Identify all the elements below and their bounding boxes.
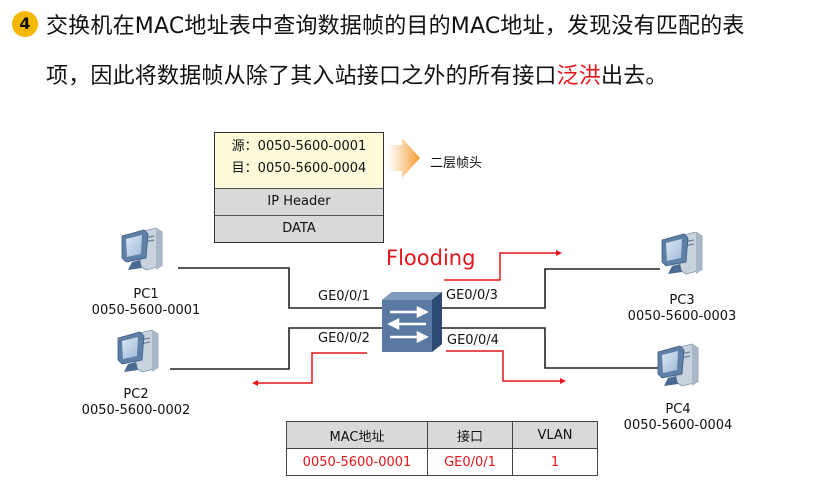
pc2-icon bbox=[117, 329, 159, 373]
flooding-keyword: 泛洪 bbox=[556, 64, 602, 89]
frame-ip-header: IP Header bbox=[215, 189, 383, 215]
flood-arrow-ge002 bbox=[258, 352, 367, 384]
data-frame: 源：0050-5600-0001 目：0050-5600-0004 IP Hea… bbox=[214, 132, 384, 243]
pc3-label: PC3 0050-5600-0003 bbox=[624, 293, 740, 325]
col-port: 接口 bbox=[427, 421, 513, 449]
step-number-badge: 4 bbox=[12, 11, 38, 37]
frame-head-arrow bbox=[388, 138, 420, 178]
pc1-label: PC1 0050-5600-0001 bbox=[88, 287, 204, 319]
table-row: 0050-5600-0001 GE0/0/1 1 bbox=[286, 448, 598, 476]
flood-arrow-ge004 bbox=[446, 350, 560, 382]
frame-l2-header: 源：0050-5600-0001 目：0050-5600-0004 bbox=[215, 133, 383, 189]
table-header-row: MAC地址 接口 VLAN bbox=[286, 421, 598, 449]
port-ge002: GE0/0/2 bbox=[318, 331, 370, 346]
mac-address-table: MAC地址 接口 VLAN 0050-5600-0001 GE0/0/1 1 bbox=[286, 421, 598, 476]
link-pc3 bbox=[442, 268, 660, 309]
host-name: PC1 bbox=[133, 287, 159, 302]
frame-dest-mac: 目：0050-5600-0004 bbox=[231, 161, 367, 176]
port-ge004: GE0/0/4 bbox=[447, 333, 499, 348]
link-pc4 bbox=[442, 327, 660, 369]
pc2-label: PC2 0050-5600-0002 bbox=[78, 387, 194, 419]
link-pc1 bbox=[178, 267, 384, 309]
host-mac: 0050-5600-0001 bbox=[91, 303, 201, 318]
step-description-line2: 项，因此将数据帧从除了其入站接口之外的所有接口泛洪出去。 bbox=[46, 58, 668, 90]
frame-head-label: 二层帧头 bbox=[430, 156, 483, 171]
description-text-end: 出去。 bbox=[601, 64, 668, 89]
link-pc2 bbox=[170, 327, 384, 370]
col-vlan: VLAN bbox=[512, 421, 598, 449]
pc1-icon bbox=[121, 227, 163, 271]
host-name: PC2 bbox=[123, 387, 149, 402]
port-ge003: GE0/0/3 bbox=[446, 288, 498, 303]
host-mac: 0050-5600-0004 bbox=[623, 418, 733, 433]
host-mac: 0050-5600-0003 bbox=[627, 309, 737, 324]
host-name: PC3 bbox=[669, 293, 695, 308]
flooding-label: Flooding bbox=[386, 246, 476, 270]
port-ge001: GE0/0/1 bbox=[318, 289, 370, 304]
host-name: PC4 bbox=[665, 402, 691, 417]
flood-arrow-ge003 bbox=[444, 252, 556, 281]
pc3-icon bbox=[661, 231, 703, 275]
col-mac: MAC地址 bbox=[286, 421, 428, 449]
description-text: 项，因此将数据帧从除了其入站接口之外的所有接口 bbox=[46, 64, 557, 89]
frame-data: DATA bbox=[215, 215, 383, 242]
cell-vlan: 1 bbox=[512, 448, 598, 476]
frame-source-mac: 源：0050-5600-0001 bbox=[231, 139, 367, 154]
step-description-line1: 交换机在MAC地址表中查询数据帧的目的MAC地址，发现没有匹配的表 bbox=[46, 14, 745, 39]
pc4-icon bbox=[657, 343, 699, 387]
pc4-label: PC4 0050-5600-0004 bbox=[620, 402, 736, 434]
switch-icon bbox=[382, 292, 442, 352]
cell-port: GE0/0/1 bbox=[427, 448, 513, 476]
host-mac: 0050-5600-0002 bbox=[81, 403, 191, 418]
cell-mac: 0050-5600-0001 bbox=[286, 448, 428, 476]
